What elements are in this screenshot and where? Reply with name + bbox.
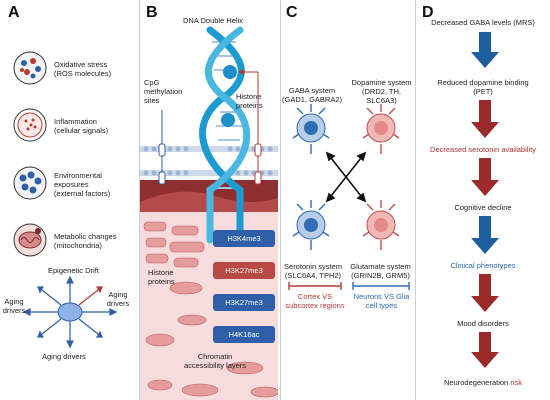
dopamine-neuron-icon xyxy=(362,104,400,154)
panel-c-label: C xyxy=(286,4,298,21)
mitochondria-icon xyxy=(13,223,47,257)
panel-a: A xyxy=(0,0,138,400)
oxidative-stress-label: Oxidative stress(ROS molecules) xyxy=(54,60,112,78)
epigenetic-drift-diagram xyxy=(22,275,118,349)
glutamate-neuron-icon xyxy=(362,200,400,250)
dna-helix xyxy=(199,26,251,244)
step-serotonin: Decreased serotonin availability xyxy=(430,145,536,154)
divider-b-c xyxy=(280,0,281,400)
arrow-red-2 xyxy=(471,158,499,196)
panel-c: C GABA system(GAD1, GABRA2) Dopamine sys… xyxy=(281,0,414,400)
gaba-system-label: GABA system(GAD1, GABRA2) xyxy=(281,86,342,104)
serotonin-system-label: Serotonin system(SLC6A4, TPH2) xyxy=(284,262,342,280)
step-dopamine: Reduced dopamine binding(PET) xyxy=(437,78,529,96)
metabolic-label: Metabolic changes(mitochondria) xyxy=(54,232,117,250)
arrow-red-4 xyxy=(471,332,499,368)
epigenetic-drift-title: Epigenetic Drift xyxy=(48,266,99,275)
step-clinical: Clinical phenotypes xyxy=(450,261,516,270)
arrow-red-1 xyxy=(471,100,499,138)
panel-d: D Decreased GABA levels (MRS) Reduced do… xyxy=(416,0,550,400)
mark-h3k27me3-blue: H3K27me3 xyxy=(213,294,275,311)
inflammation-label: Inflammation(cellular signals) xyxy=(54,117,109,135)
serotonin-neuron-icon xyxy=(292,200,330,250)
mark-h3k4me3: H3K4me3 xyxy=(213,230,275,247)
mark-h3k27me3-red: H3K27me3 xyxy=(213,262,275,279)
arrow-blue-2 xyxy=(471,216,499,254)
cortex-bracket xyxy=(288,282,342,290)
risk-word: risk xyxy=(510,378,522,387)
lipid-layer xyxy=(143,146,273,176)
step-cognitive: Cognitive decline xyxy=(454,203,512,212)
cpg-site-marker xyxy=(158,110,166,185)
panel-c-graphics xyxy=(288,104,410,290)
interaction-arrows xyxy=(325,151,367,203)
histone-marker-right xyxy=(238,69,262,185)
arrow-blue-1 xyxy=(471,32,499,68)
glutamate-system-label: Glutamate system(GRIN2B, GRM5) xyxy=(350,262,411,280)
mark-h4k16ac: H4K16ac xyxy=(213,326,275,343)
dopamine-system-label: Dopamine system(DRD2, TH,SLC6A3) xyxy=(351,78,412,105)
panel-b-label: B xyxy=(146,4,158,21)
divider-a-b xyxy=(139,0,140,400)
arrow-red-3 xyxy=(471,274,499,312)
inflammation-cell-icon xyxy=(13,108,47,142)
ros-molecules-icon xyxy=(13,51,47,85)
step-neurodegeneration: Neurodegeneration risk xyxy=(444,378,522,387)
step-mood: Mood disorders xyxy=(457,319,509,328)
panel-d-arrows xyxy=(471,32,499,368)
step-gaba: Decreased GABA levels (MRS) xyxy=(431,18,535,27)
neurons-bracket xyxy=(352,282,410,290)
panel-a-label: A xyxy=(8,4,20,21)
environmental-particles-icon xyxy=(13,166,47,200)
panel-d-label: D xyxy=(422,4,434,21)
dna-helix-title: DNA Double Helix xyxy=(182,16,244,25)
chromatin-cells xyxy=(143,221,278,398)
divider-c-d xyxy=(415,0,416,400)
panel-a-graphics xyxy=(13,51,118,349)
gaba-neuron-icon xyxy=(292,104,330,154)
aging-drivers-bottom: Aging drivers xyxy=(42,352,86,361)
